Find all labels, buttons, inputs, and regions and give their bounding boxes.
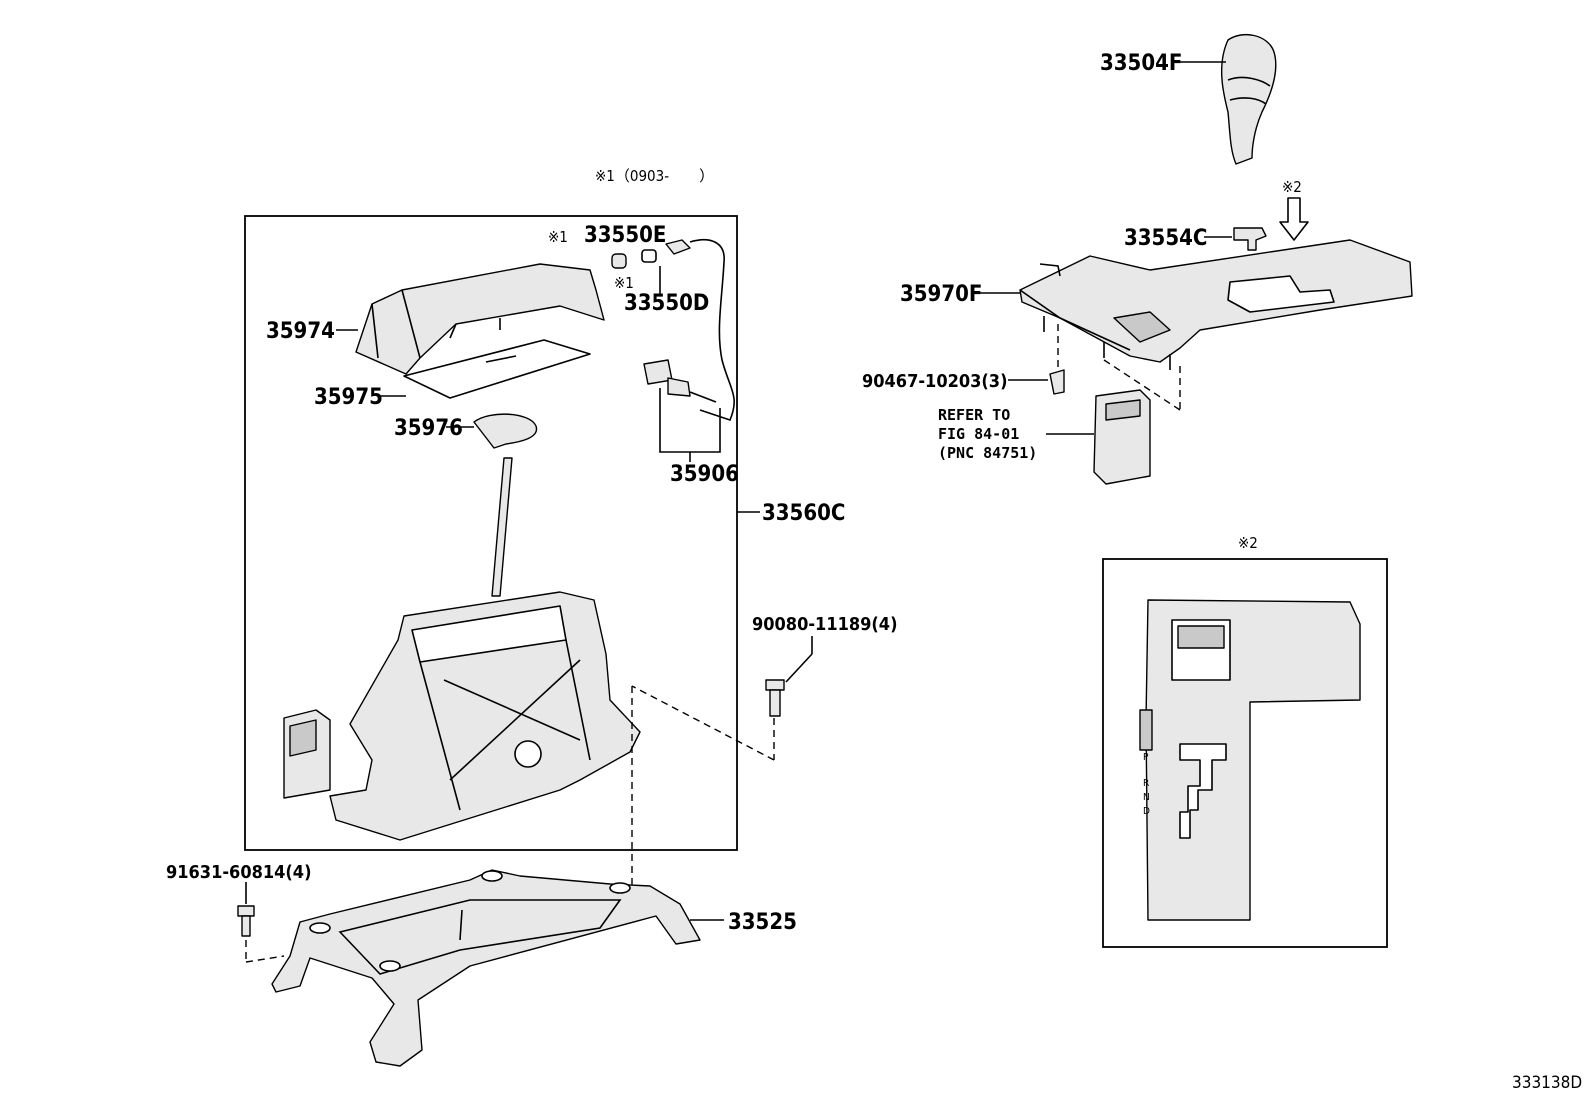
callout-35976: 35976	[394, 416, 463, 441]
header-note: ※1（0903- ）	[595, 167, 714, 185]
housing-35974	[355, 263, 605, 375]
down-arrow-icon	[1279, 197, 1309, 241]
callout-33550D-mark: ※1	[614, 274, 634, 292]
inset-gate-view	[1139, 599, 1361, 921]
shift-lever-base	[283, 457, 641, 841]
inset-note: ※2	[1238, 534, 1258, 552]
gate-letter-p: P	[1143, 752, 1149, 763]
callout-35974: 35974	[266, 319, 335, 344]
shift-knob-33504F	[1221, 33, 1277, 165]
callout-33525: 33525	[728, 910, 797, 935]
switch-84751	[1093, 389, 1151, 485]
connector-35906	[643, 359, 717, 403]
callout-35906: 35906	[670, 462, 739, 487]
callout-33550E: 33550E	[584, 223, 666, 248]
callout-33550D: 33550D	[624, 291, 709, 316]
refer-line-2: FIG 84-01	[938, 425, 1019, 443]
callout-90467: 90467-10203(3)	[862, 371, 1007, 392]
callout-35975: 35975	[314, 385, 383, 410]
callout-33560C: 33560C	[762, 501, 845, 526]
bracket-33525	[271, 869, 701, 1067]
refer-line-1: REFER TO	[938, 406, 1010, 424]
callout-33504F: 33504F	[1100, 51, 1182, 76]
arrow-note: ※2	[1282, 178, 1302, 196]
callout-33550E-mark: ※1	[548, 228, 568, 246]
bolt-91631	[237, 905, 255, 937]
figure-id: 333138D	[1512, 1073, 1582, 1093]
gate-letter-n: N	[1143, 792, 1150, 803]
slide-plate-35976	[473, 413, 538, 449]
console-panel-35970F	[1019, 239, 1413, 370]
callout-90080: 90080-11189(4)	[752, 614, 897, 635]
inset-box	[1102, 558, 1388, 948]
callout-33554C: 33554C	[1124, 226, 1207, 251]
refer-line-3: (PNC 84751)	[938, 444, 1037, 462]
bulb-33550E	[611, 239, 691, 269]
gate-letter-d: D	[1143, 806, 1150, 817]
plate-35975	[403, 339, 591, 399]
gate-letter-r: R	[1143, 778, 1149, 789]
callout-35970F: 35970F	[900, 282, 982, 307]
assembly-box-33560C	[244, 215, 738, 851]
cap-33554C	[1233, 227, 1267, 251]
clip-90467	[1049, 369, 1065, 395]
bolt-90080	[765, 679, 785, 717]
callout-91631: 91631-60814(4)	[166, 862, 311, 883]
